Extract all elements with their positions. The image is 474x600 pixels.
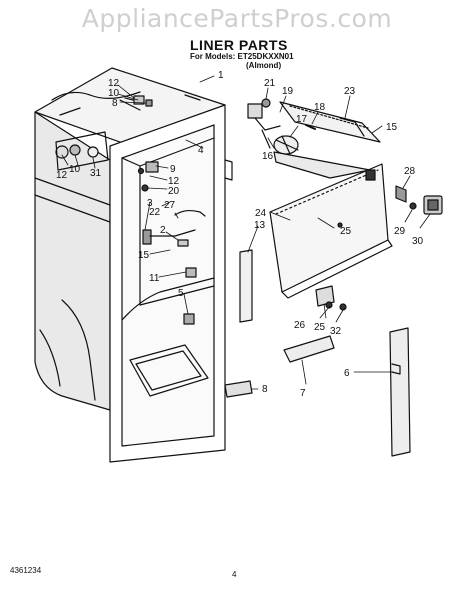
insulation-strip-6 <box>389 327 411 457</box>
trim-piece-7 <box>283 335 335 363</box>
temperature-control <box>142 229 196 247</box>
callout-23: 23 <box>344 86 356 97</box>
callout-31: 31 <box>90 168 102 179</box>
callout-3: 3 <box>147 198 153 209</box>
callout-8: 8 <box>112 98 118 109</box>
callout-19: 19 <box>282 86 294 97</box>
callout-25: 25 <box>314 322 326 333</box>
callout-6: 6 <box>344 368 350 379</box>
callout-24: 24 <box>255 208 267 219</box>
light-socket <box>137 161 159 175</box>
switch-assembly <box>395 185 443 215</box>
callout-28: 28 <box>404 166 416 177</box>
switch-part-11 <box>185 267 197 278</box>
callout-22: 22 <box>149 207 161 218</box>
callout-18: 18 <box>314 102 326 113</box>
callout-12: 12 <box>56 170 68 181</box>
document-number: 4361234 <box>10 566 42 575</box>
leader-lines <box>61 75 431 390</box>
callout-17: 17 <box>296 114 308 125</box>
callout-10: 10 <box>108 88 120 99</box>
liner-panel-13 <box>239 249 253 323</box>
callout-32: 32 <box>330 326 342 337</box>
callout-16: 16 <box>262 151 274 162</box>
callout-4: 4 <box>198 145 204 156</box>
callout-29: 29 <box>394 226 406 237</box>
callout-20: 20 <box>168 186 180 197</box>
clip-part-5 <box>183 313 195 325</box>
callout-15: 15 <box>138 250 150 261</box>
callout-27: 27 <box>164 200 176 211</box>
callout-25: 25 <box>340 226 352 237</box>
callout-15: 15 <box>386 122 398 133</box>
ice-chute <box>273 151 371 179</box>
page-number: 4 <box>232 570 237 579</box>
callout-7: 7 <box>300 388 306 399</box>
callout-12: 12 <box>108 78 120 89</box>
callout-11: 11 <box>149 273 160 284</box>
screw-part-20 <box>141 184 149 192</box>
watermark-text: AppliancePartsPros.com <box>81 4 393 33</box>
left-hinge-cluster <box>55 131 109 171</box>
callout-30: 30 <box>412 236 424 247</box>
callout-10: 10 <box>69 164 81 175</box>
diagram-title: LINER PARTS <box>190 37 288 53</box>
callout-1: 1 <box>218 70 224 81</box>
callout-21: 21 <box>264 78 276 89</box>
bracket-assembly <box>315 285 347 311</box>
callout-9: 9 <box>170 164 176 175</box>
rear-access-panel <box>269 163 393 299</box>
model-numbers: For Models: ET25DKXXN01 <box>190 52 294 61</box>
callout-26: 26 <box>294 320 306 331</box>
callout-12: 12 <box>168 176 180 187</box>
air-duct-23 <box>279 101 381 143</box>
wire-harness <box>174 209 206 217</box>
callout-13: 13 <box>254 220 266 231</box>
callout-labels: 1 12 10 8 4 12 10 31 9 12 20 27 3 22 2 1… <box>56 70 424 399</box>
callout-8: 8 <box>262 384 268 395</box>
model-variant: (Almond) <box>246 61 282 70</box>
callout-2: 2 <box>160 225 166 236</box>
refrigerator-liner <box>34 67 233 463</box>
control-cluster-top <box>124 95 153 107</box>
callout-5: 5 <box>178 288 184 299</box>
fan-motor-assembly <box>247 98 316 155</box>
shelf-support-8 <box>224 380 253 398</box>
